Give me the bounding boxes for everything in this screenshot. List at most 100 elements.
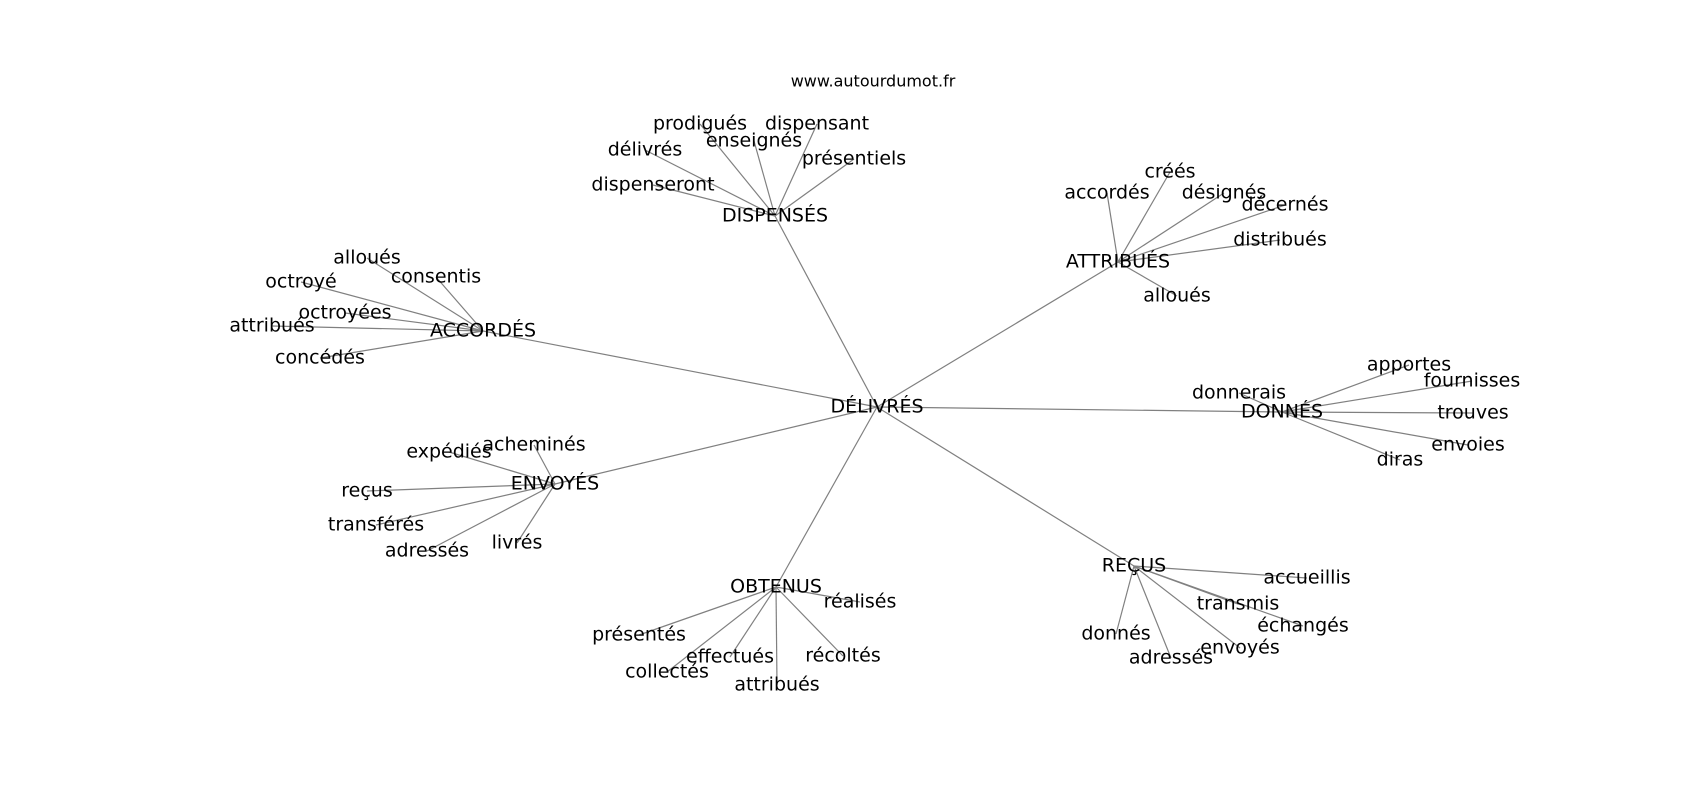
leaf-node-recus-accueillis: accueillis [1263,567,1350,589]
cluster-node-donnes: DONNÉS [1241,400,1323,423]
leaf-node-recus-donnes: donnés [1081,623,1150,645]
edge-center-envoyes [554,406,878,485]
leaf-node-dispenses-presentiels: présentiels [802,148,906,170]
leaf-node-envoyes-livres: livrés [492,532,543,554]
edge-dispenses-dispenseront [652,184,776,217]
edge-donnes-diras [1281,411,1401,461]
edge-dispenses-presentiels [774,158,855,217]
edge-envoyes-livres [516,483,556,544]
leaf-node-donnes-diras: diras [1377,449,1424,471]
leaf-node-attribues-designes: désignés [1182,182,1267,204]
edge-accordes-consentis [435,276,484,332]
edge-center-recus [876,406,1135,567]
leaf-node-obtenus-realises: réalisés [824,591,897,613]
edge-dispenses-delivres [644,149,776,217]
leaf-node-donnes-trouves: trouves [1437,402,1508,424]
edge-obtenus-presentes [638,586,777,636]
leaf-node-accordes-concedes: concédés [275,347,365,369]
leaf-node-envoyes-recus: reçus [341,480,392,502]
leaf-node-accordes-alloues: alloués [333,247,400,269]
leaf-node-accordes-octroyees: octroyées [298,302,391,324]
leaf-node-dispenses-delivres: délivrés [608,139,683,161]
leaf-node-donnes-fournisses: fournisses [1424,370,1521,392]
leaf-node-attribues-decernes: décernés [1242,194,1329,216]
leaf-node-donnes-envoies: envoies [1431,434,1504,456]
leaf-node-accordes-consentis: consentis [391,266,481,288]
edge-attribues-decernes [1117,204,1286,263]
leaf-node-attribues-alloues: alloués [1143,285,1210,307]
edge-dispenses-enseignes [753,140,776,217]
edge-center-accordes [482,330,878,408]
edge-envoyes-recus [366,483,556,492]
edge-obtenus-attribues [775,586,778,686]
edge-recus-envoyes [1133,565,1241,649]
edge-accordes-alloues [366,257,484,332]
leaf-node-accordes-octroye: octroyé [265,271,336,293]
leaf-node-dispenses-enseignes: enseignés [706,130,802,152]
source-label: www.autourdumot.fr [791,72,956,91]
leaf-node-recus-adresses: adressés [1129,647,1213,669]
cluster-node-accordes: ACCORDÉS [430,319,536,342]
leaf-node-obtenus-effectues: effectués [686,646,774,668]
leaf-node-attribues-distribues: distribués [1233,229,1326,251]
edge-accordes-octroye [300,281,484,332]
edge-accordes-concedes [319,330,484,359]
edge-donnes-donnerais [1238,392,1283,413]
leaf-node-envoyes-transferes: transférés [328,514,424,536]
leaf-node-donnes-apportes: apportes [1367,354,1451,376]
leaf-node-obtenus-recoltes: récoltés [805,645,880,667]
edge-donnes-fournisses [1281,380,1473,413]
graph-edges [271,123,1474,686]
cluster-node-envoyes: ENVOYÉS [511,472,599,495]
leaf-node-recus-envoyes: envoyés [1200,637,1279,659]
edge-attribues-accordes [1106,192,1119,263]
edge-obtenus-recoltes [775,586,844,657]
edge-dispenses-dispensant [774,123,818,217]
edge-attribues-alloues [1117,261,1178,297]
edge-obtenus-collectes [666,586,777,673]
leaf-node-attribues-accordes: accordés [1064,182,1149,204]
cluster-node-recus: REÇUS [1102,555,1166,577]
edge-center-dispenses [774,215,878,408]
leaf-node-dispenses-dispenseront: dispenseront [591,174,714,196]
leaf-node-obtenus-presentes: présentés [592,624,686,646]
edge-attribues-distribues [1117,239,1281,263]
edge-accordes-octroyees [344,312,484,332]
edge-recus-adresses [1133,565,1172,659]
edge-center-donnes [876,406,1283,413]
edge-envoyes-adresses [426,483,556,552]
leaf-node-recus-transmis: transmis [1197,593,1280,615]
edge-donnes-apportes [1281,364,1410,413]
edge-center-obtenus [775,406,878,588]
leaf-node-attribues-crees: créés [1144,161,1195,183]
edge-attribues-crees [1117,171,1171,263]
leaf-node-envoyes-expedies: expédiés [406,441,491,463]
leaf-node-dispenses-dispensant: dispensant [765,113,869,135]
edge-obtenus-effectues [729,586,777,658]
edge-donnes-envoies [1281,411,1469,446]
leaf-node-donnes-donnerais: donnerais [1192,382,1286,404]
edge-envoyes-achemines [533,444,556,485]
edge-attribues-designes [1117,192,1225,263]
edge-recus-donnes [1115,565,1135,635]
edge-dispenses-prodigues [699,123,776,217]
cluster-node-dispenses: DISPENSÉS [722,204,828,227]
cluster-node-attribues: ATTRIBUÉS [1066,250,1170,273]
edge-center-attribues [876,261,1119,408]
edge-donnes-trouves [1281,411,1474,414]
leaf-node-obtenus-attribues: attribués [734,674,819,696]
leaf-node-envoyes-adresses: adressés [385,540,469,562]
cluster-node-obtenus: OBTENUS [730,576,822,598]
edge-envoyes-transferes [375,483,556,526]
leaf-node-recus-echanges: échangés [1257,615,1349,637]
graph-labels: www.autourdumot.fr DÉLIVRÉSDISPENSÉSprod… [229,72,1520,696]
leaf-node-obtenus-collectes: collectés [625,661,709,683]
leaf-node-accordes-attribues: attribués [229,315,314,337]
center-node: DÉLIVRÉS [830,395,923,418]
edge-recus-echanges [1133,565,1304,627]
edge-obtenus-realises [775,586,861,603]
leaf-node-envoyes-achemines: acheminés [482,434,585,456]
edge-recus-accueillis [1133,565,1308,579]
edge-accordes-attribues [271,325,484,332]
